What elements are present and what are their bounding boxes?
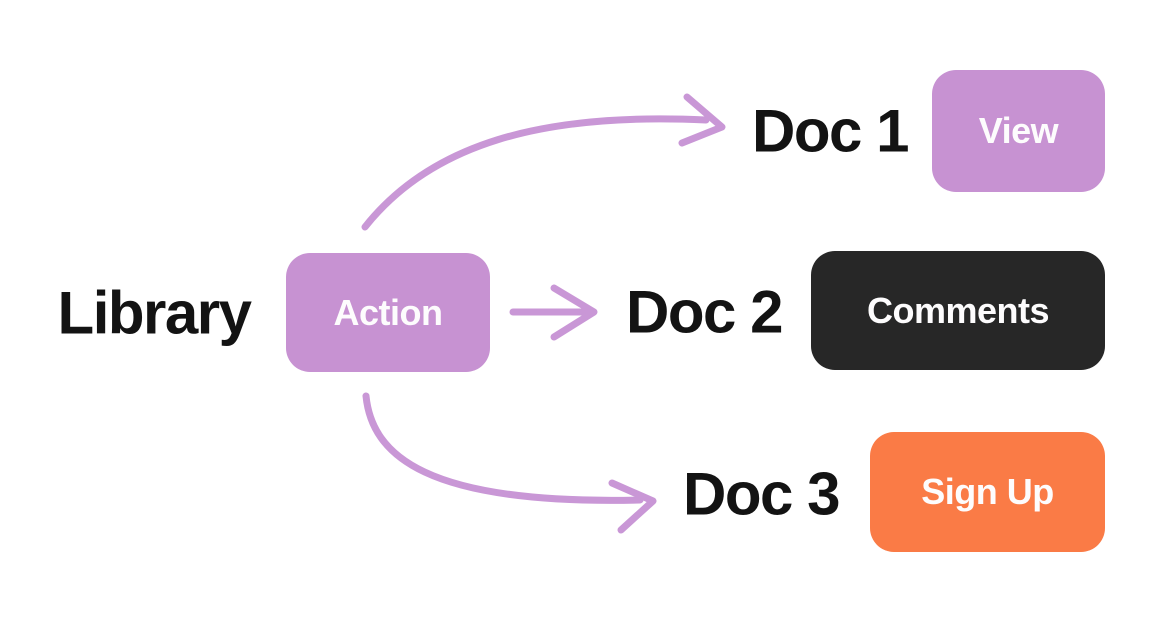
arrow-action-to-doc3-icon	[362, 392, 657, 534]
doc1-label: Doc 1	[752, 97, 909, 165]
arrow-action-to-doc1-icon	[361, 93, 726, 231]
action-node-label: Action	[333, 291, 444, 333]
view-button-label: View	[978, 110, 1059, 151]
doc3-label: Doc 3	[683, 460, 840, 528]
arrow-action-to-doc2-icon	[509, 284, 598, 341]
signup-button-label: Sign Up	[921, 471, 1054, 512]
signup-button[interactable]: Sign Up	[870, 432, 1105, 552]
view-button[interactable]: View	[932, 70, 1105, 192]
comments-button[interactable]: Comments	[811, 251, 1105, 370]
doc2-label: Doc 2	[626, 278, 783, 346]
action-node[interactable]: Action	[286, 253, 490, 372]
comments-button-label: Comments	[866, 289, 1050, 331]
library-label: Library	[57, 279, 252, 347]
